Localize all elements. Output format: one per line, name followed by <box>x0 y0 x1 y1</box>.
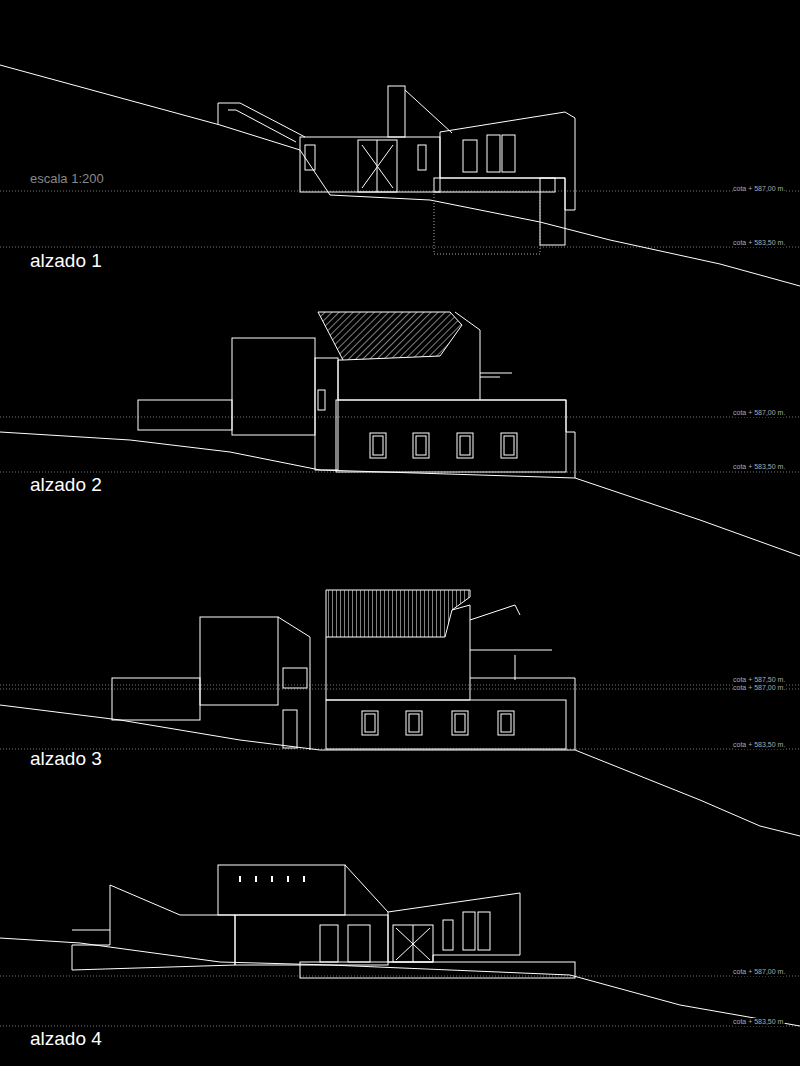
level-mark: cota + 587,50 m. <box>733 676 785 684</box>
level-mark: cota + 583,50 m. <box>733 463 785 471</box>
elevation-title: alzado 2 <box>30 475 102 496</box>
scale-note: escala 1:200 <box>30 172 104 186</box>
elevation-title: alzado 4 <box>30 1029 102 1050</box>
level-mark: cota + 587,00 m. <box>733 409 785 417</box>
elevation-title: alzado 1 <box>30 251 102 272</box>
level-mark: cota + 587,00 m. <box>733 185 785 193</box>
elevation-title: alzado 3 <box>30 749 102 770</box>
level-mark: cota + 587,00 m. <box>733 968 785 976</box>
level-mark: cota + 583,50 m. <box>733 741 785 749</box>
level-mark: cota + 583,50 m. <box>733 1018 785 1026</box>
level-mark: cota + 587,00 m. <box>733 684 785 692</box>
level-mark: cota + 583,50 m. <box>733 239 785 247</box>
